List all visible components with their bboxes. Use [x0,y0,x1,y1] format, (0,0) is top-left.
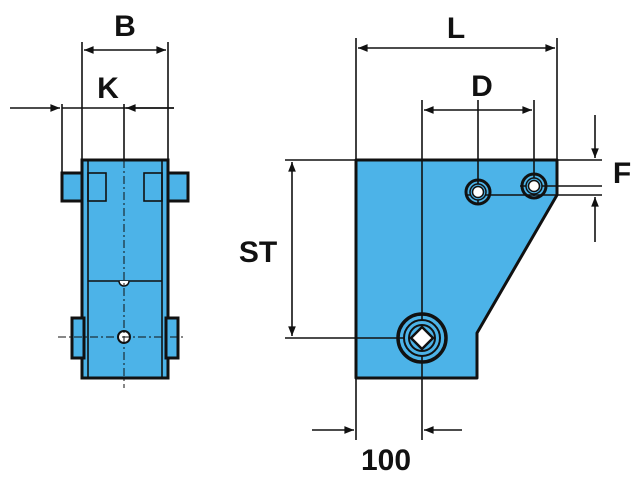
l-label: L [447,12,465,45]
left-lug [60,171,84,203]
st-label: ST [239,236,277,269]
main-bushing-hole [396,312,448,364]
offset-label: 100 [361,444,411,477]
b-label: B [114,10,136,43]
side-body [80,158,170,380]
side-view: B K [10,10,190,388]
k-label: K [97,72,119,105]
small-hole-2 [520,172,548,200]
bracket-plate [354,158,559,380]
small-hole-1 [464,178,492,206]
right-lug [166,171,190,203]
d-label: D [471,70,493,103]
front-view: L D ST F 100 [239,12,631,477]
f-label: F [613,157,631,190]
